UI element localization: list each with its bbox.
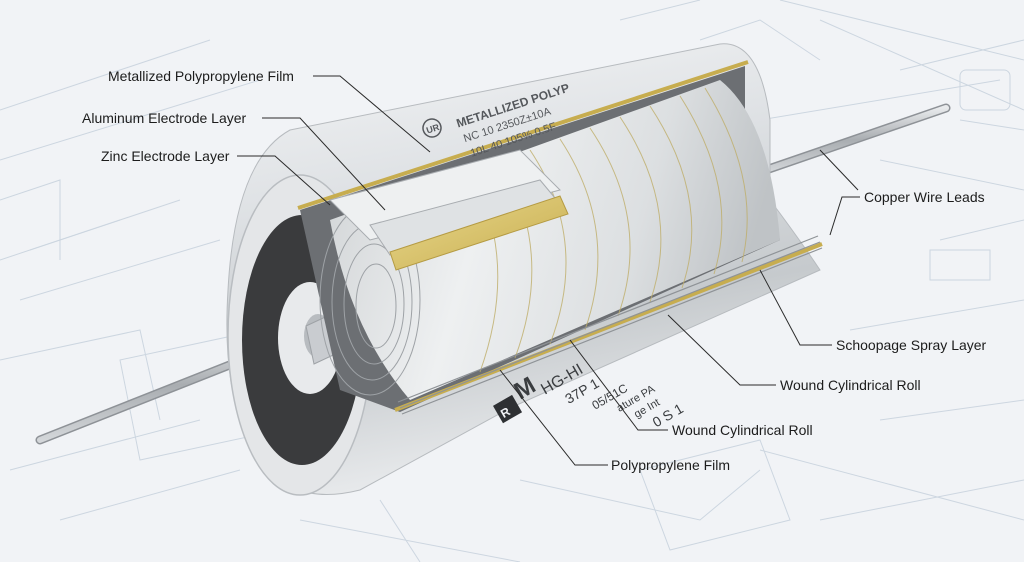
label-wound-cylindrical-roll-lower: Wound Cylindrical Roll xyxy=(672,422,813,438)
label-wound-cylindrical-roll-upper: Wound Cylindrical Roll xyxy=(780,377,921,393)
label-polypropylene-film: Polypropylene Film xyxy=(611,457,730,473)
label-copper-wire-leads: Copper Wire Leads xyxy=(864,189,985,205)
label-zinc-electrode-layer: Zinc Electrode Layer xyxy=(101,148,229,164)
leader-copper-leads-wire xyxy=(820,150,858,190)
leader-copper-leads xyxy=(830,197,860,235)
label-metallized-polypropylene-film: Metallized Polypropylene Film xyxy=(108,68,294,84)
label-aluminum-electrode-layer: Aluminum Electrode Layer xyxy=(82,110,246,126)
label-schoopage-spray-layer: Schoopage Spray Layer xyxy=(836,337,986,353)
right-copper-lead xyxy=(760,108,946,172)
